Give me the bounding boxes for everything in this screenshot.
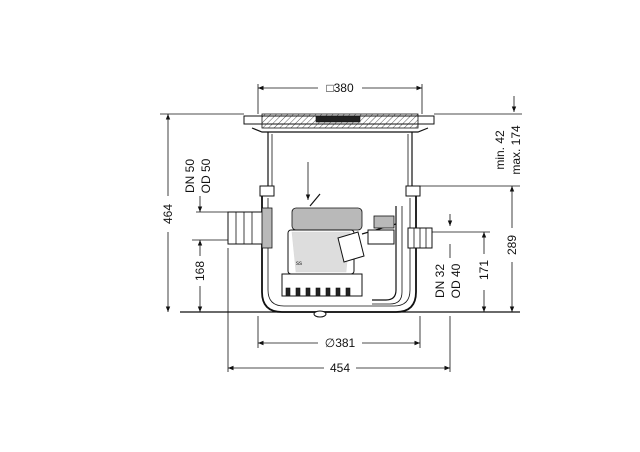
top-height-label: 289 (505, 235, 519, 255)
outlet-od-label: OD 40 (449, 263, 463, 298)
pump-mark: ss (296, 261, 302, 267)
inlet-pipe (227, 211, 265, 245)
discharge-fitting (373, 215, 395, 229)
lid-width-label: □380 (326, 81, 354, 95)
inlet-height-label: 168 (193, 261, 207, 281)
riser-pipe (372, 206, 397, 301)
lid-flange (251, 127, 429, 133)
drain-foot (313, 310, 327, 318)
lid-handle (315, 115, 361, 123)
inlet-socket (261, 207, 273, 249)
pump-check-valve (337, 231, 365, 263)
drain-body: ss (180, 96, 520, 318)
overall-height-label: 464 (161, 204, 175, 224)
adjust-min-label: min. 42 (493, 130, 507, 170)
pump-base (281, 273, 363, 297)
pump-motor-head (291, 207, 363, 231)
adjust-max-label: max. 174 (509, 125, 523, 175)
body-diameter-label: ∅381 (325, 336, 356, 350)
overall-width-label: 454 (330, 361, 350, 375)
outlet-dn-label: DN 32 (433, 264, 447, 298)
pump-handle (309, 193, 321, 207)
pump: ss (281, 193, 397, 297)
inlet-dn-label: DN 50 (183, 159, 197, 193)
collar-right (405, 185, 421, 197)
dimensions: □380 ∅381 454 464 168 DN 50 OD 50 171 (160, 81, 523, 375)
pump-feet (285, 287, 351, 297)
collar-left (259, 185, 275, 197)
inlet-od-label: OD 50 (199, 158, 213, 193)
outlet-height-label: 171 (477, 260, 491, 280)
